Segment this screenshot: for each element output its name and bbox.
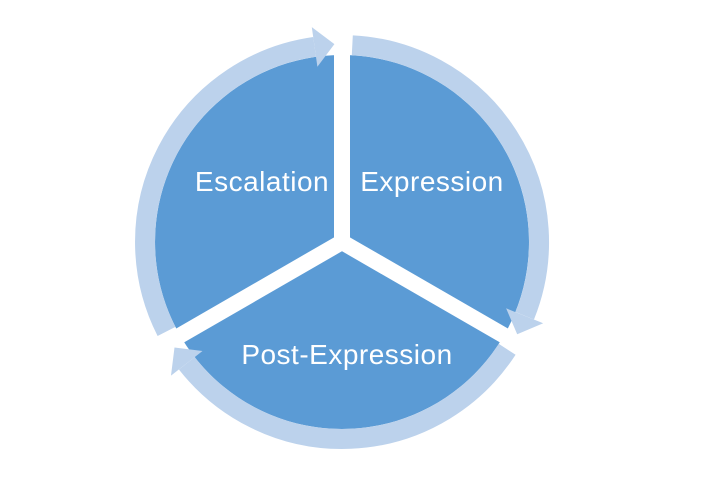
arrowhead-lower-right-icon: [506, 308, 544, 335]
segment-dividers: [138, 12, 546, 364]
arrow-arc-bottom: [178, 343, 516, 449]
stage-label-post-expression: Post-Expression: [241, 339, 453, 370]
arrowhead-top-icon: [311, 27, 335, 67]
arrow-ring: [135, 35, 549, 449]
divider-lower-left: [138, 235, 346, 364]
stage-label-expression: Expression: [360, 166, 504, 197]
arrow-arc-left: [135, 36, 317, 336]
stage-label-escalation: Escalation: [194, 166, 330, 197]
arrowheads: [171, 27, 544, 376]
divider-lower-right: [338, 235, 546, 364]
arrowhead-lower-left-icon: [171, 347, 203, 376]
arrow-arc-right: [351, 35, 549, 320]
